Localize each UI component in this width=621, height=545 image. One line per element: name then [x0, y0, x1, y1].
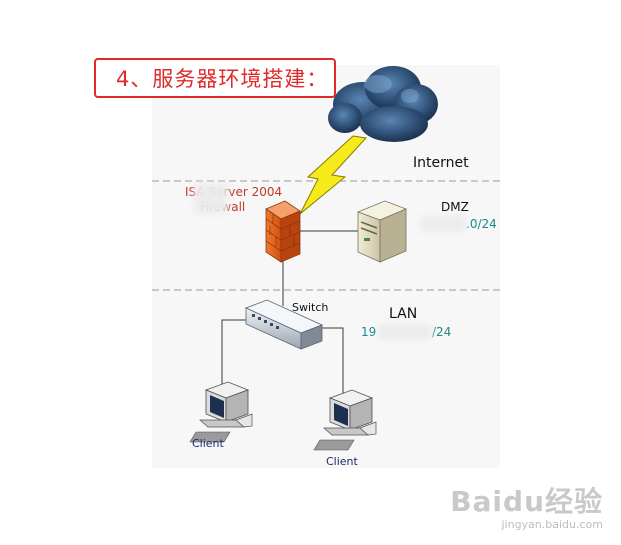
internet-cloud-icon [328, 66, 438, 142]
lan-label: LAN [389, 306, 417, 322]
step-title: 4、服务器环境搭建： [94, 58, 336, 98]
client-computer-right-icon [313, 389, 377, 451]
firewall-icon [265, 200, 301, 263]
lan-subnet-prefix-label: 19 [361, 325, 376, 339]
redacted-patch-lan [378, 324, 432, 340]
internet-label: Internet [413, 155, 469, 171]
switch-icon [244, 299, 324, 350]
watermark-logo: Baidu经验 [450, 485, 603, 518]
dmz-server-icon [356, 200, 408, 263]
switch-label: Switch [292, 301, 328, 314]
client-computer-left-icon [189, 381, 253, 443]
lan-subnet-suffix-label: /24 [432, 325, 451, 339]
redacted-patch-isa [194, 183, 228, 214]
watermark-url: jingyan.baidu.com [501, 518, 603, 531]
redacted-patch-dmz [420, 216, 466, 232]
dmz-label: DMZ [441, 200, 469, 214]
lightning-bolt-icon [299, 135, 368, 215]
baidu-watermark: Baidu经验 jingyan.baidu.com [450, 485, 603, 532]
dmz-subnet-label: .0/24 [466, 217, 497, 231]
step-title-text: 4、服务器环境搭建： [116, 67, 329, 91]
client-right-label: Client [326, 455, 359, 468]
client-left-label: Client [192, 437, 225, 450]
